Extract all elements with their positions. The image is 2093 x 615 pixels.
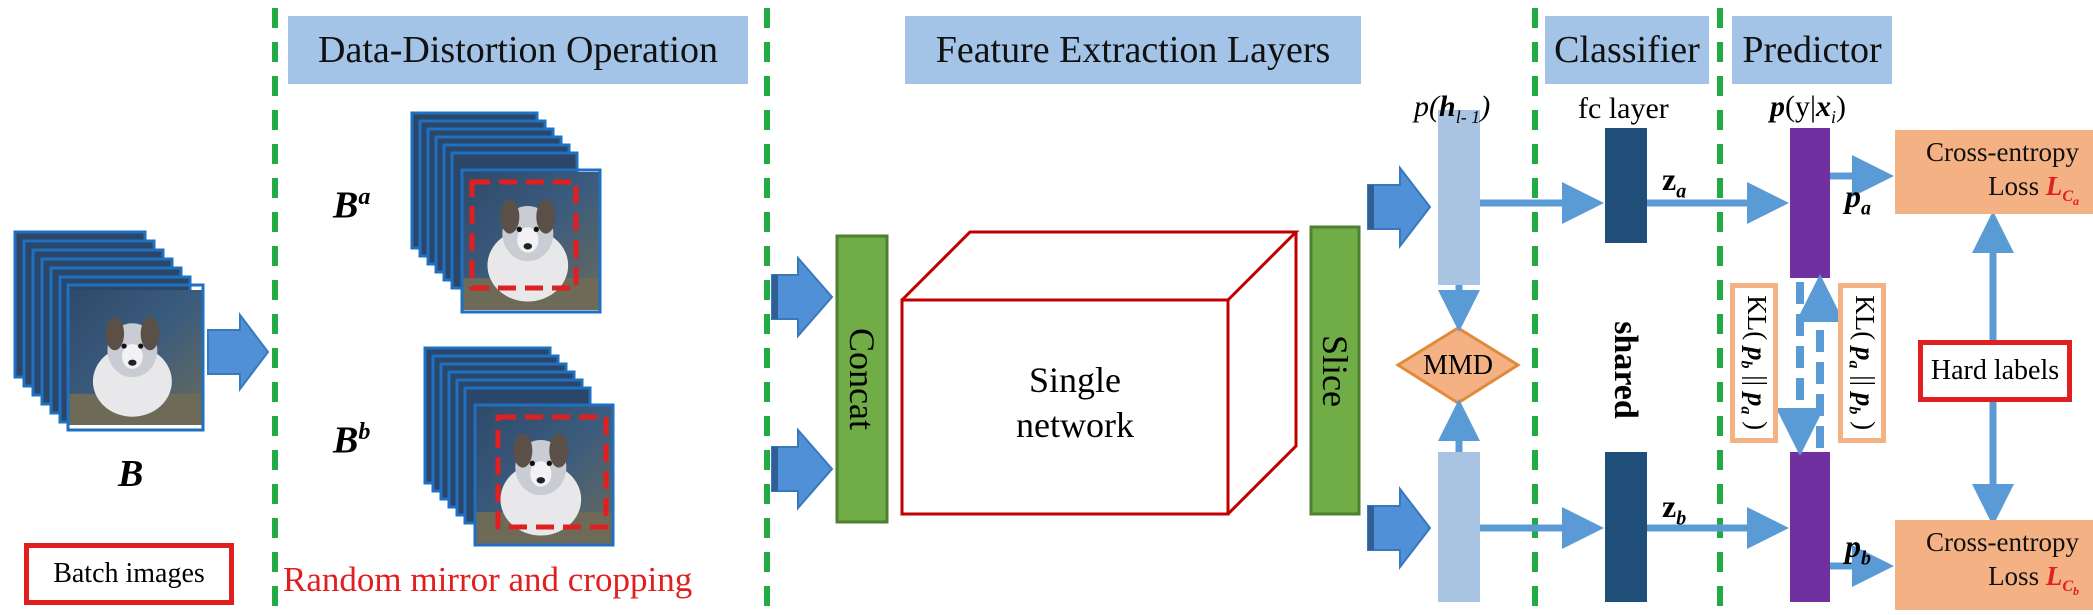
kl-right-box: KL( pa || pb ) [1838, 283, 1886, 443]
header-feature-extraction: Feature Extraction Layers [905, 16, 1361, 84]
pb-label: pb [1845, 528, 1871, 570]
feature-layer-a [1438, 110, 1480, 285]
shared-label: shared [1607, 321, 1644, 419]
fc-layer-a [1605, 128, 1647, 243]
zb-label: zb [1662, 488, 1687, 530]
mmd-label: MMD [1422, 350, 1493, 381]
batch-symbol: B [118, 453, 144, 495]
fc-layer-label: fc layer [1578, 92, 1669, 125]
batch-image-stack [13, 230, 205, 432]
predictor-b [1790, 452, 1830, 602]
header-classifier: Classifier [1545, 16, 1709, 84]
arrow-icon [1367, 165, 1432, 249]
arrow-icon [1367, 486, 1432, 570]
arrow-icon [207, 312, 270, 392]
slice-layer [1309, 225, 1361, 516]
bb-symbol: Bb [333, 419, 371, 462]
predictor-a [1790, 128, 1830, 278]
arrow-icon [771, 255, 834, 339]
arrow-icon [771, 427, 834, 511]
batch-images-label: Batch images [24, 543, 234, 605]
kl-left-box: KL( pb || pa ) [1730, 283, 1778, 443]
slice-label: Slice [1315, 334, 1356, 407]
single-network-label: Single network [1016, 360, 1134, 445]
augmented-stack-b [423, 346, 615, 547]
concat-label: Concat [842, 328, 883, 430]
hard-labels-box: Hard labels [1918, 340, 2072, 402]
header-distortion: Data-Distortion Operation [288, 16, 748, 84]
header-predictor: Predictor [1732, 16, 1892, 84]
block-arrows [207, 165, 1432, 570]
pa-label: pa [1845, 178, 1871, 220]
cross-entropy-loss-a: Cross-entropy Loss LCa [1895, 130, 2093, 214]
p-y-label: p(y|xi) [1770, 90, 1847, 127]
single-network-box [900, 230, 1300, 516]
dog-image-icon [68, 290, 203, 425]
random-mirror-label: Random mirror and cropping [283, 560, 693, 599]
augmented-stack-a [410, 111, 602, 314]
concat-layer [835, 234, 889, 524]
p-h-label: p(hl- 1) [1414, 90, 1491, 127]
feature-layer-b [1438, 452, 1480, 602]
cross-entropy-loss-b: Cross-entropy Loss LCb [1895, 520, 2093, 610]
flow-arrows [1438, 155, 2014, 587]
za-label: za [1662, 161, 1687, 203]
fc-layer-b [1605, 452, 1647, 602]
ba-symbol: Ba [333, 184, 371, 227]
